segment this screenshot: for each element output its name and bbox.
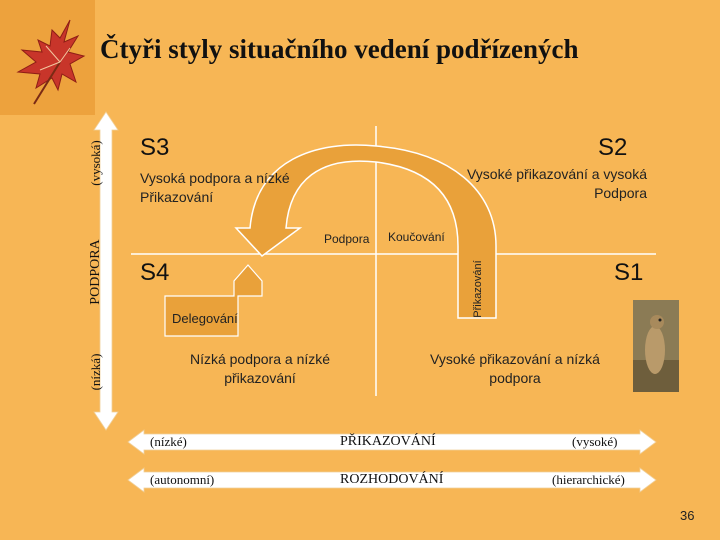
quadrant-s1-desc-line1: Vysoké přikazování a nízká (430, 351, 600, 367)
x-axis1-low-label: (nízké) (150, 434, 187, 449)
delegation-arrow (164, 264, 263, 337)
quadrant-s3-desc-line2: Přikazování (140, 189, 214, 205)
quadrant-s1-label: S1 (614, 259, 644, 286)
quadrant-s3-desc-line1: Vysoká podpora a nízké (140, 170, 290, 186)
x-axis1-high-label: (vysoké) (572, 434, 618, 449)
leaf-panel (0, 0, 95, 115)
quadrant-s1-description: Vysoké přikazování a nízká podpora (415, 350, 615, 388)
y-axis-label: PODPORA (88, 239, 103, 305)
curve-label-koucovani: Koučování (388, 230, 445, 244)
quadrant-s2-desc-line1: Vysoké přikazování a vysoká (466, 166, 647, 182)
quadrant-s3-description: Vysoká podpora a nízké Přikazování (140, 169, 320, 207)
quadrant-s4-desc-line2: přikazování (224, 370, 296, 386)
maple-leaf-icon (16, 19, 86, 105)
page-number: 36 (680, 508, 695, 523)
curve-label-prikazovani: Přikazování (472, 260, 484, 318)
quadrant-s1-desc-line2: podpora (489, 370, 541, 386)
quadrant-s2-description: Vysoké přikazování a vysoká Podpora (440, 165, 647, 203)
x-axis2-high-label: (hierarchické) (552, 472, 625, 487)
y-axis-high-label: (vysoká) (88, 140, 103, 186)
quadrant-s4-description: Nízká podpora a nízké přikazování (170, 350, 350, 388)
x-axis1-label: PŘIKAZOVÁNÍ (340, 434, 436, 449)
x-axis2-low-label: (autonomní) (150, 472, 215, 487)
directing-axis-arrow (127, 429, 657, 455)
quadrant-s4-desc-line1: Nízká podpora a nízké (189, 351, 331, 367)
x-axis2-label: ROZHODOVÁNÍ (340, 472, 444, 487)
quadrant-s2-desc-line2: Podpora (594, 185, 647, 201)
page-title: Čtyři styly situačního vedení podřízenýc… (100, 34, 579, 64)
quadrant-s4-label: S4 (140, 259, 170, 286)
quadrant-s2-label: S2 (598, 134, 628, 161)
curved-leadership-arrow (234, 144, 497, 319)
y-axis-low-label: (nízká) (88, 353, 103, 391)
support-axis-arrow (93, 111, 119, 431)
curve-label-delegovani: Delegování (172, 311, 238, 326)
curve-label-podpora: Podpora (324, 232, 370, 246)
prairie-dog-photo (633, 300, 679, 392)
quadrant-s3-label: S3 (140, 134, 170, 161)
decision-axis-arrow (127, 467, 657, 493)
